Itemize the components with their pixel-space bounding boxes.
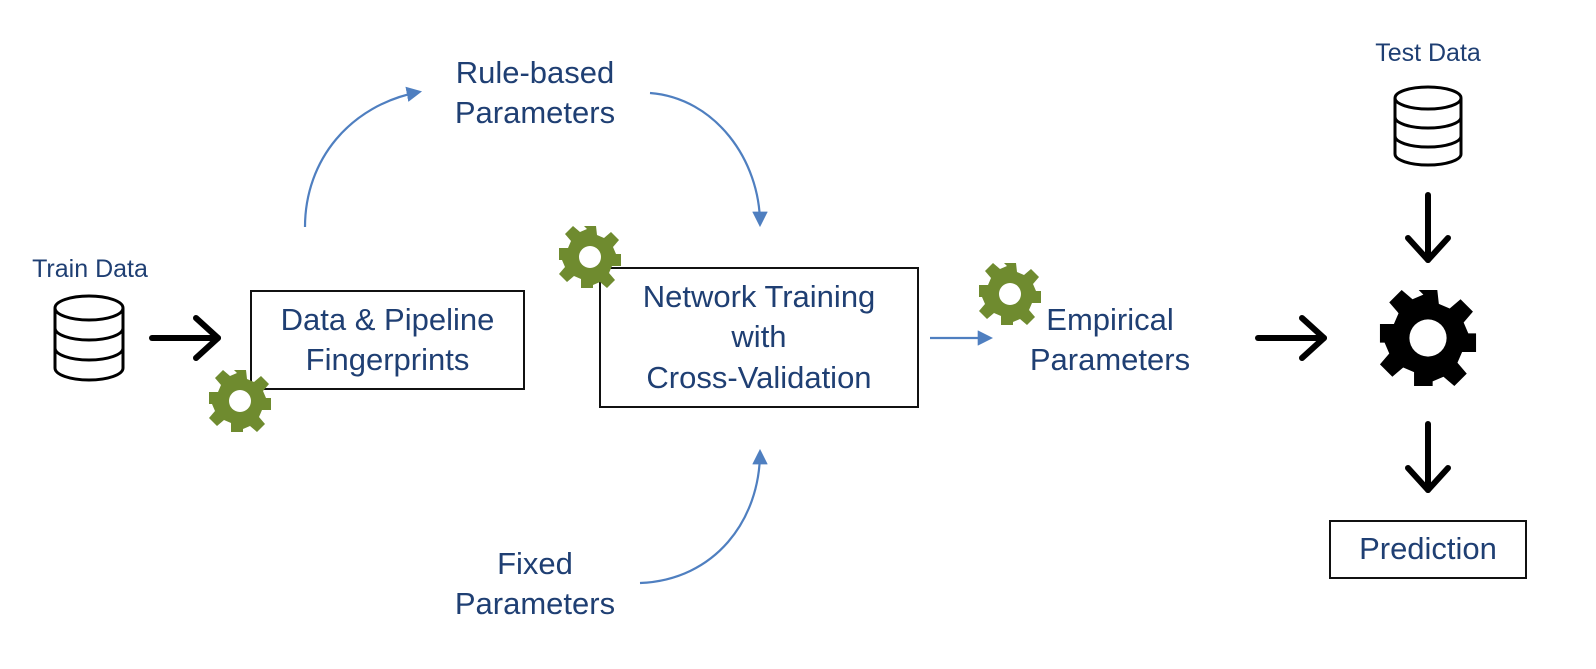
empirical-to-inference-arrow-icon <box>1255 315 1327 361</box>
train-data-label: Train Data <box>32 255 148 283</box>
train-to-fingerprints-arrow-icon <box>149 315 221 361</box>
prediction-box: Prediction <box>1329 520 1527 579</box>
inference-to-prediction-arrow-icon <box>1405 421 1451 493</box>
fingerprints-box: Data & Pipeline Fingerprints <box>250 290 525 390</box>
empirical-gear-icon <box>979 263 1041 325</box>
fingerprints-gear-icon <box>209 370 271 432</box>
prediction-label: Prediction <box>1359 531 1497 567</box>
rule-based-parameters-label: Rule-based Parameters <box>454 55 616 131</box>
training-gear-icon <box>559 226 621 288</box>
test-database-icon <box>1393 85 1463 167</box>
network-training-box: Network Training with Cross-Validation <box>599 267 919 408</box>
test-data-label: Test Data <box>1375 39 1481 67</box>
fixed-parameters-label: Fixed Parameters <box>454 546 616 622</box>
train-database-icon <box>53 294 125 382</box>
fingerprints-to-rule-based-arrow-icon <box>303 86 423 228</box>
inference-gear-icon <box>1379 289 1477 387</box>
fingerprints-label: Data & Pipeline Fingerprints <box>280 301 495 377</box>
test-to-inference-arrow-icon <box>1405 192 1451 263</box>
rule-based-to-training-arrow-icon <box>649 91 768 228</box>
fixed-to-training-arrow-icon <box>639 448 768 585</box>
network-training-label: Network Training with Cross-Validation <box>642 279 876 395</box>
empirical-parameters-label: Empirical Parameters <box>1029 302 1191 378</box>
